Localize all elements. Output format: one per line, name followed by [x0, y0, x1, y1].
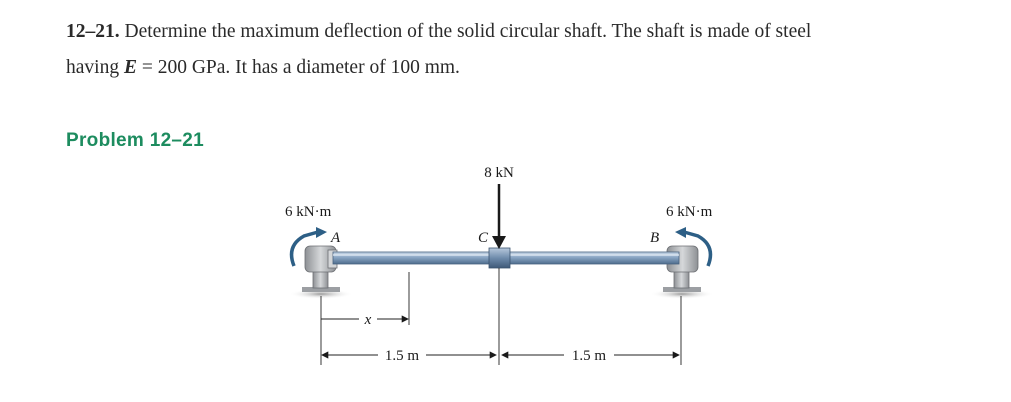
- moment-left-label: 6 kN·m: [285, 204, 332, 220]
- load-label: 8 kN: [484, 165, 514, 181]
- moment-left-arrowhead: [316, 227, 327, 238]
- point-b-label: B: [650, 230, 659, 246]
- collar-c: [488, 247, 511, 269]
- point-c-label: C: [478, 230, 489, 246]
- problem-line-2: having E = 200 GPa. It has a diameter of…: [66, 50, 966, 86]
- point-a-label: A: [330, 230, 341, 246]
- moment-right-label: 6 kN·m: [666, 204, 713, 220]
- moment-right-arrow: [683, 230, 713, 267]
- moment-left-arrow: [289, 230, 319, 267]
- problem-text-line2-post: = 200 GPa. It has a diameter of 100 mm.: [141, 57, 460, 78]
- moment-right-arrowhead: [675, 227, 686, 238]
- modulus-symbol: E: [123, 57, 137, 78]
- x-label: x: [364, 312, 372, 328]
- problem-text-line1: Determine the maximum deflection of the …: [124, 21, 812, 42]
- problem-text-line2-pre: having: [66, 57, 120, 78]
- problem-heading: Problem 12–21: [66, 130, 205, 151]
- bearing-support-left: [302, 245, 340, 292]
- span-right-label: 1.5 m: [572, 348, 607, 364]
- problem-statement: 12–21. Determine the maximum deflection …: [66, 14, 966, 86]
- problem-number: 12–21.: [66, 21, 120, 42]
- load-arrowhead: [492, 236, 506, 249]
- span-left-label: 1.5 m: [385, 348, 420, 364]
- problem-line-1: 12–21. Determine the maximum deflection …: [66, 14, 966, 50]
